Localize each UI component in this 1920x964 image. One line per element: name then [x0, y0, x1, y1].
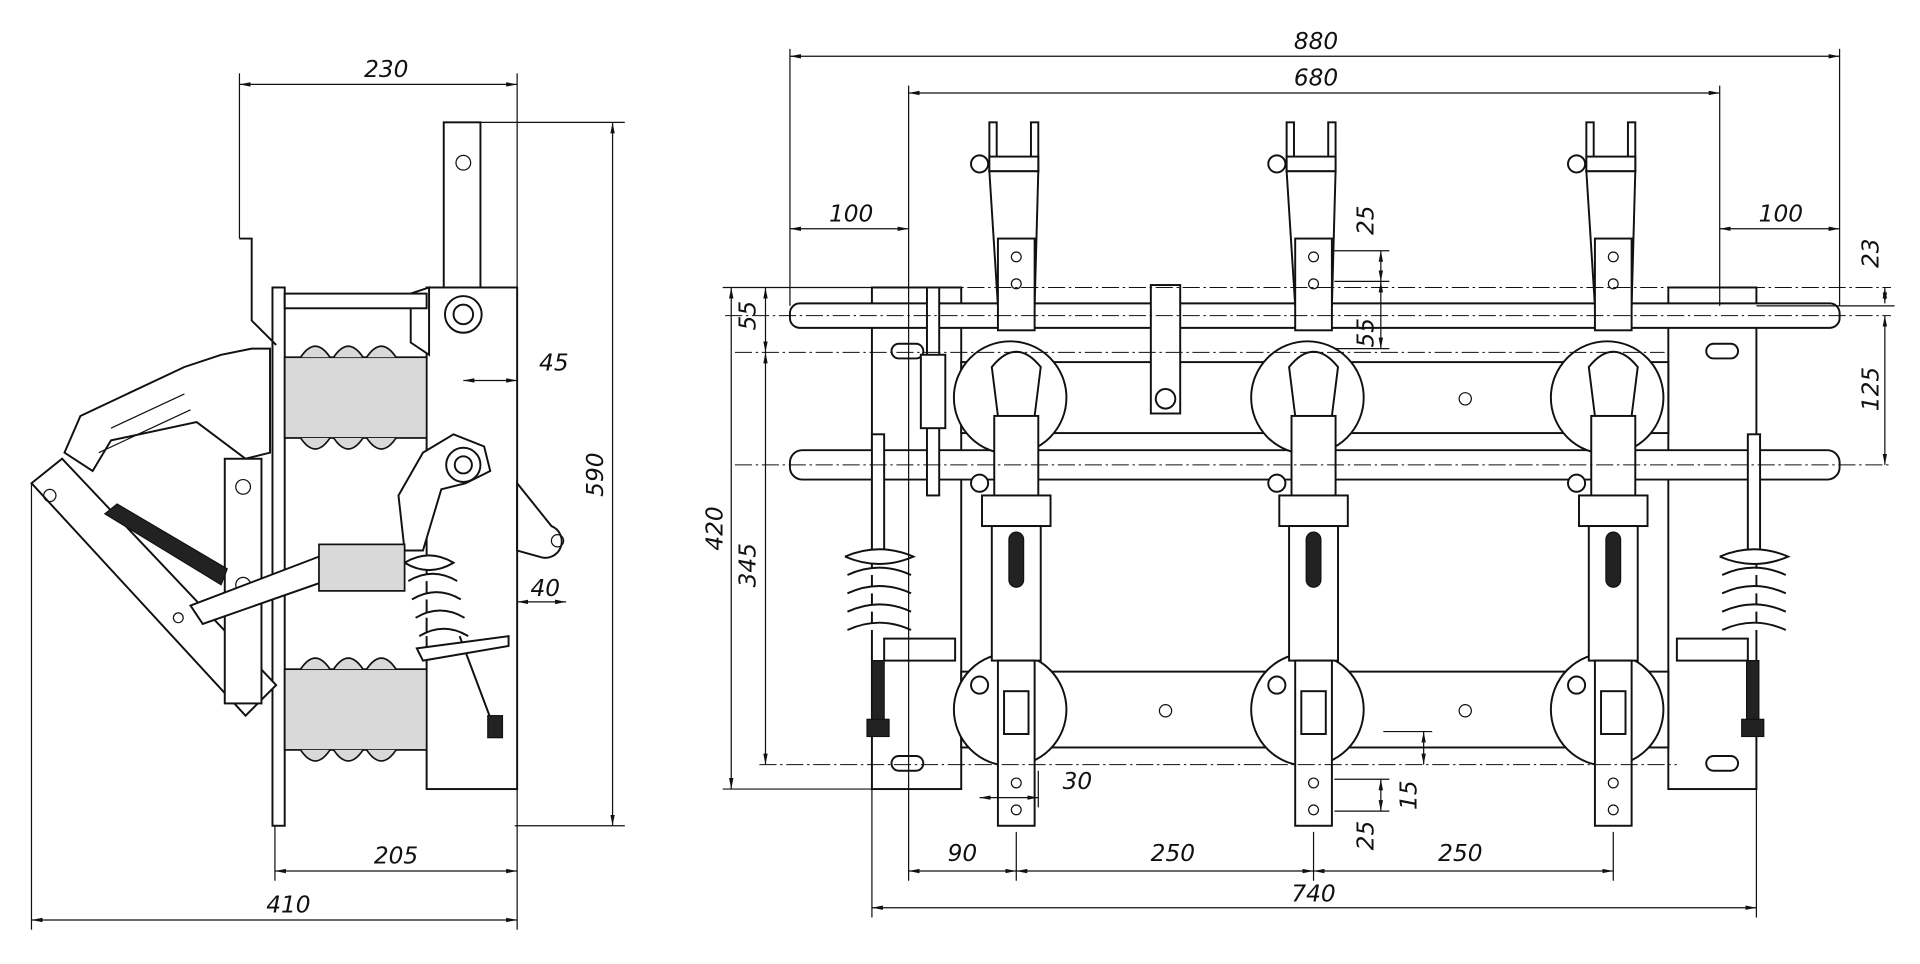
dim-125: 125 [1858, 367, 1885, 411]
side-blade-arm [30, 457, 278, 718]
side-main-plate [425, 286, 519, 791]
dim-25-top: 25 [1352, 205, 1379, 235]
dim-250-first: 250 [1151, 840, 1195, 867]
extension-lines [30, 48, 1895, 930]
side-top-bar [442, 121, 482, 289]
dim-15: 15 [1395, 780, 1422, 810]
dim-100-left: 100 [829, 200, 873, 227]
side-insulator-bottom [283, 657, 428, 762]
dim-740: 740 [1291, 881, 1335, 908]
phase-2 [1250, 121, 1365, 827]
dim-345: 345 [735, 543, 762, 587]
frame-post-right [1667, 286, 1758, 791]
dim-410: 410 [266, 892, 310, 919]
dim-30: 30 [1063, 768, 1093, 795]
phase-3 [1549, 121, 1665, 827]
side-arc-chute [63, 347, 272, 473]
side-spring [404, 554, 469, 637]
side-view [30, 121, 565, 827]
dim-230: 230 [364, 56, 408, 83]
dim-680: 680 [1294, 65, 1338, 92]
dim-250-second: 250 [1438, 840, 1482, 867]
front-view [725, 121, 1891, 827]
side-insulator-top [283, 345, 428, 450]
side-base-plate [271, 286, 286, 827]
spring-right [1675, 433, 1791, 738]
dim-40: 40 [530, 575, 560, 602]
phase-1 [952, 121, 1068, 827]
dim-880: 880 [1294, 28, 1338, 55]
dim-590: 590 [582, 452, 609, 496]
dim-100-right: 100 [1759, 200, 1803, 227]
dim-55-left: 55 [735, 301, 762, 331]
dimensions: 230 590 45 40 205 410 880 680 100 100 23… [30, 28, 1895, 930]
dim-55-mid: 55 [1352, 318, 1379, 348]
dim-420: 420 [702, 506, 729, 550]
dim-205: 205 [374, 843, 418, 870]
dim-45: 45 [539, 350, 569, 377]
dim-90: 90 [948, 840, 978, 867]
frame-post-left [870, 286, 963, 791]
dim-25-bottom: 25 [1352, 821, 1379, 851]
dim-23: 23 [1858, 238, 1885, 268]
